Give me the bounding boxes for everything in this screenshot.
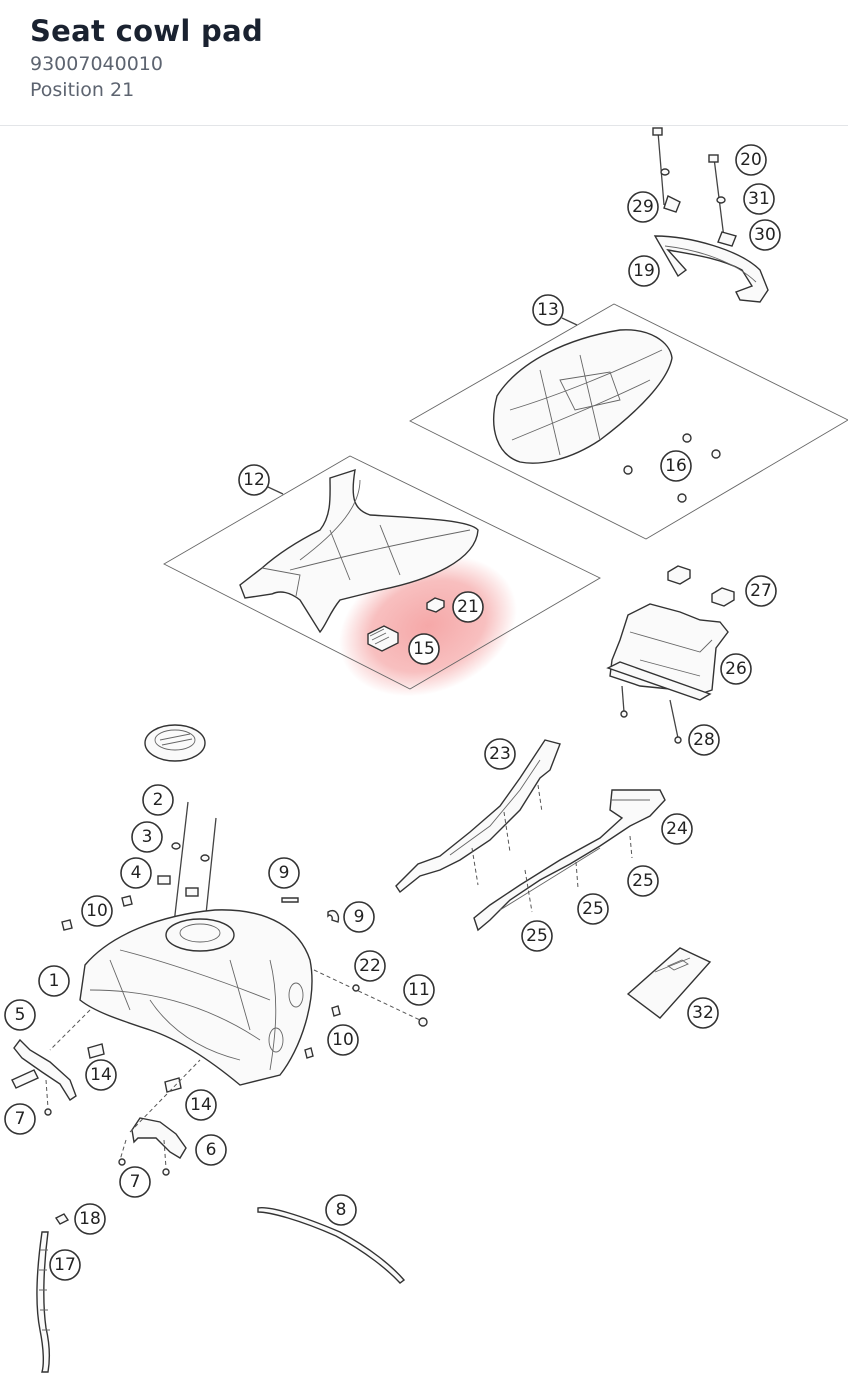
callout-29[interactable]: 29 <box>627 191 659 223</box>
callout-24[interactable]: 24 <box>661 813 693 845</box>
svg-text:11: 11 <box>408 980 430 1000</box>
svg-text:1: 1 <box>49 971 60 991</box>
breather-hose <box>36 1213 70 1373</box>
seat-cowl-pad-21 <box>426 597 445 613</box>
part-callouts: 20 29 31 30 19 13 16 12 21 15 27 26 28 2… <box>4 144 781 1281</box>
callout-5[interactable]: 5 <box>4 999 36 1031</box>
callout-1[interactable]: 1 <box>38 965 70 997</box>
callout-32[interactable]: 32 <box>687 997 719 1029</box>
callout-23[interactable]: 23 <box>484 738 516 770</box>
callout-15[interactable]: 15 <box>408 633 440 665</box>
callout-9[interactable]: 9 <box>268 857 300 889</box>
svg-text:6: 6 <box>206 1140 217 1160</box>
svg-text:15: 15 <box>413 639 435 659</box>
svg-text:16: 16 <box>665 456 687 476</box>
svg-text:29: 29 <box>632 197 654 217</box>
callout-31[interactable]: 31 <box>743 183 775 215</box>
part-position: Position 21 <box>30 79 135 101</box>
callout-7[interactable]: 7 <box>119 1166 151 1198</box>
callout-10[interactable]: 10 <box>81 895 113 927</box>
svg-text:17: 17 <box>54 1255 76 1275</box>
callout-27[interactable]: 27 <box>745 575 777 607</box>
callout-26[interactable]: 26 <box>720 653 752 685</box>
svg-text:3: 3 <box>142 827 153 847</box>
svg-text:9: 9 <box>354 907 365 927</box>
part-header: Seat cowl pad 93007040010 Position 21 <box>0 0 848 126</box>
callout-25[interactable]: 25 <box>521 920 553 952</box>
part-title: Seat cowl pad <box>30 14 264 48</box>
fuel-cap <box>144 724 206 762</box>
svg-text:14: 14 <box>90 1065 112 1085</box>
svg-text:7: 7 <box>130 1172 141 1192</box>
rear-storage-box <box>606 565 735 744</box>
callout-16[interactable]: 16 <box>660 450 692 482</box>
callout-28[interactable]: 28 <box>688 724 720 756</box>
svg-text:5: 5 <box>15 1005 26 1025</box>
svg-text:10: 10 <box>86 901 108 921</box>
svg-text:7: 7 <box>15 1109 26 1129</box>
svg-text:25: 25 <box>582 899 604 919</box>
svg-text:10: 10 <box>332 1030 354 1050</box>
svg-text:31: 31 <box>748 189 770 209</box>
tank-pad <box>626 947 712 1019</box>
callout-9[interactable]: 9 <box>343 901 375 933</box>
callout-13[interactable]: 13 <box>532 294 564 326</box>
callout-19[interactable]: 19 <box>628 255 660 287</box>
rider-seat-frame <box>163 455 601 690</box>
svg-text:25: 25 <box>526 926 548 946</box>
edge-trim <box>257 1207 406 1284</box>
passenger-seat-frame <box>409 303 848 540</box>
selected-part-highlight <box>339 555 517 697</box>
svg-text:32: 32 <box>692 1003 714 1023</box>
callout-10[interactable]: 10 <box>327 1024 359 1056</box>
callout-6[interactable]: 6 <box>195 1134 227 1166</box>
callout-18[interactable]: 18 <box>74 1203 106 1235</box>
grab-handle-assembly <box>652 127 769 303</box>
callout-7[interactable]: 7 <box>4 1103 36 1135</box>
svg-text:30: 30 <box>754 225 776 245</box>
callout-17[interactable]: 17 <box>49 1249 81 1281</box>
svg-text:18: 18 <box>79 1209 101 1229</box>
seat-cowl-pad-15 <box>367 625 399 652</box>
exploded-parts-diagram: 20 29 31 30 19 13 16 12 21 15 27 26 28 2… <box>4 127 848 1373</box>
svg-text:27: 27 <box>750 581 772 601</box>
callout-14[interactable]: 14 <box>185 1089 217 1121</box>
callout-30[interactable]: 30 <box>749 219 781 251</box>
svg-text:22: 22 <box>359 956 381 976</box>
callout-3[interactable]: 3 <box>131 821 163 853</box>
svg-text:24: 24 <box>666 819 688 839</box>
callout-11[interactable]: 11 <box>403 974 435 1006</box>
svg-text:4: 4 <box>131 863 142 883</box>
svg-text:2: 2 <box>153 790 164 810</box>
svg-text:23: 23 <box>489 744 511 764</box>
svg-text:21: 21 <box>457 597 479 617</box>
svg-text:13: 13 <box>537 300 559 320</box>
callout-12[interactable]: 12 <box>238 464 270 496</box>
callout-25[interactable]: 25 <box>627 865 659 897</box>
callout-14[interactable]: 14 <box>85 1059 117 1091</box>
svg-text:28: 28 <box>693 730 715 750</box>
svg-text:26: 26 <box>725 659 747 679</box>
svg-text:12: 12 <box>243 470 265 490</box>
svg-text:14: 14 <box>190 1095 212 1115</box>
callout-20[interactable]: 20 <box>735 144 767 176</box>
svg-text:20: 20 <box>740 150 762 170</box>
callout-25[interactable]: 25 <box>577 893 609 925</box>
svg-text:19: 19 <box>633 261 655 281</box>
callout-8[interactable]: 8 <box>325 1194 357 1226</box>
callout-4[interactable]: 4 <box>120 857 152 889</box>
svg-text:8: 8 <box>336 1200 347 1220</box>
subframe-brackets <box>395 739 666 932</box>
svg-text:25: 25 <box>632 871 654 891</box>
fuel-tank <box>11 801 428 1176</box>
part-number: 93007040010 <box>30 53 163 75</box>
callout-22[interactable]: 22 <box>354 950 386 982</box>
callout-21[interactable]: 21 <box>452 591 484 623</box>
svg-text:9: 9 <box>279 863 290 883</box>
callout-2[interactable]: 2 <box>142 784 174 816</box>
